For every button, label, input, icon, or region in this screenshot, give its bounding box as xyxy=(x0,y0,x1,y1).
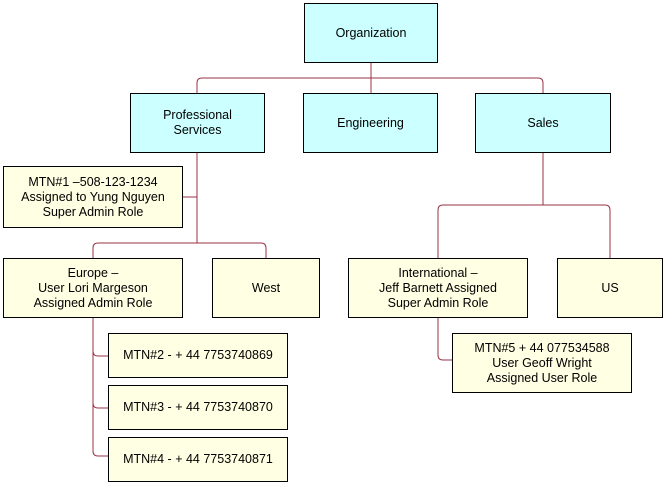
node-us-label: US xyxy=(601,280,619,295)
note-mtn5[interactable]: MTN#5 + 44 077534588 User Geoff Wright A… xyxy=(452,333,632,393)
note-mtn2[interactable]: MTN#2 - + 44 7753740869 xyxy=(108,333,288,378)
connector-intl-to-mtn5 xyxy=(437,318,452,361)
node-west[interactable]: West xyxy=(212,258,320,318)
node-organization[interactable]: Organization xyxy=(304,3,438,63)
note-mtn5-label: MTN#5 + 44 077534588 User Geoff Wright A… xyxy=(474,340,610,385)
node-international[interactable]: International – Jeff Barnett Assigned Su… xyxy=(348,258,528,318)
node-organization-label: Organization xyxy=(335,25,407,40)
connector-org-to-tier1 xyxy=(196,63,544,93)
node-us[interactable]: US xyxy=(557,258,663,318)
node-engineering-label: Engineering xyxy=(337,115,404,130)
node-west-label: West xyxy=(251,280,281,295)
node-professional-services-label: Professional Services xyxy=(163,108,232,137)
note-mtn1-label: MTN#1 –508-123-1234 Assigned to Yung Ngu… xyxy=(21,174,165,219)
node-europe[interactable]: Europe – User Lori Margeson Assigned Adm… xyxy=(3,258,183,318)
connector-prof-to-regions xyxy=(92,197,267,258)
node-engineering[interactable]: Engineering xyxy=(303,93,438,153)
note-mtn3-label: MTN#3 - + 44 7753740870 xyxy=(123,400,273,414)
node-europe-label: Europe – User Lori Margeson Assigned Adm… xyxy=(33,265,153,310)
note-mtn2-label: MTN#2 - + 44 7753740869 xyxy=(123,348,273,362)
connector-europe-to-mtns xyxy=(92,318,108,457)
note-mtn3[interactable]: MTN#3 - + 44 7753740870 xyxy=(108,385,288,430)
node-sales[interactable]: Sales xyxy=(475,93,611,153)
connector-sales-to-regions xyxy=(437,153,611,258)
connector-prof-to-mtn1 xyxy=(183,153,198,198)
node-international-label: International – Jeff Barnett Assigned Su… xyxy=(379,265,497,310)
node-sales-label: Sales xyxy=(527,115,559,130)
note-mtn4-label: MTN#4 - + 44 7753740871 xyxy=(123,452,273,466)
note-mtn4[interactable]: MTN#4 - + 44 7753740871 xyxy=(108,437,288,482)
node-professional-services[interactable]: Professional Services xyxy=(130,93,265,153)
note-mtn1[interactable]: MTN#1 –508-123-1234 Assigned to Yung Ngu… xyxy=(3,166,183,228)
